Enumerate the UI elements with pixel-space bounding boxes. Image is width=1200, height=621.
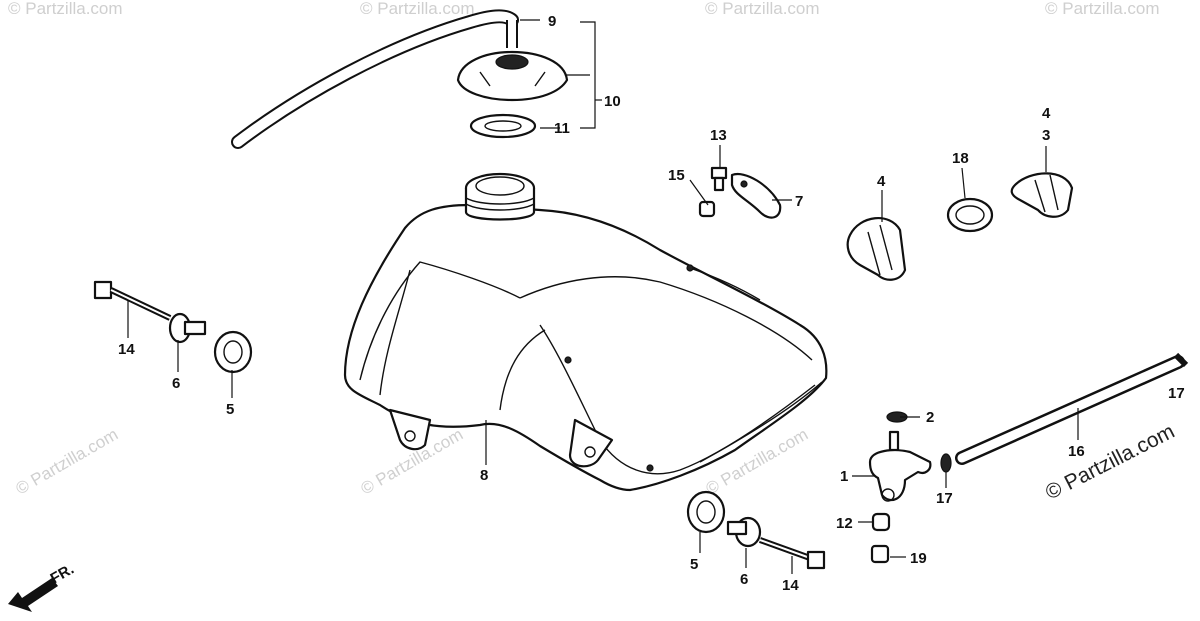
- callouts: 9 10 11 13 15 7 4 18 4 3 14 6 5 8 2 1 17…: [118, 13, 1185, 594]
- collar: [698, 200, 716, 218]
- rubber-mount: [1010, 172, 1074, 218]
- callout-6: 6: [740, 571, 748, 588]
- hose-clip: [940, 453, 952, 473]
- callout-18: 18: [952, 150, 969, 167]
- callout-5: 5: [690, 556, 698, 573]
- strainer-cap: [871, 512, 891, 532]
- callout-7: 7: [795, 193, 803, 210]
- band: [946, 197, 994, 233]
- fuel-tank: [343, 172, 828, 492]
- callout-14: 14: [118, 341, 135, 358]
- cap-gasket: [469, 113, 537, 139]
- callout-16: 16: [1068, 443, 1085, 460]
- rubber-mount: [846, 216, 907, 281]
- callout-14: 14: [782, 577, 799, 594]
- callout-9: 9: [548, 13, 556, 30]
- watermark: © Partzilla.com: [1045, 0, 1160, 18]
- leader-lines: [127, 19, 1079, 574]
- watermark: © Partzilla.com: [8, 0, 123, 18]
- callout-8: 8: [480, 467, 488, 484]
- washer: [168, 312, 207, 344]
- bolt: [710, 166, 728, 192]
- callout-4: 4: [1042, 105, 1051, 122]
- credit-text: © Partzilla.com: [1042, 420, 1179, 505]
- watermark: © Partzilla.com: [705, 0, 820, 18]
- callout-6: 6: [172, 375, 180, 392]
- callout-12: 12: [836, 515, 853, 532]
- callout-11: 11: [554, 120, 570, 137]
- callout-17: 17: [1168, 385, 1185, 402]
- front-direction-marker: FR.: [8, 561, 77, 612]
- breather-tube: [231, 9, 519, 149]
- screw: [870, 544, 890, 564]
- rubber-cushion: [686, 490, 726, 534]
- callout-3: 3: [1042, 127, 1050, 144]
- fuel-hose: [955, 352, 1189, 465]
- callout-2: 2: [926, 409, 934, 426]
- callout-1: 1: [840, 468, 848, 485]
- front-arrow-icon: [8, 578, 58, 612]
- fuel-cap: [456, 50, 569, 102]
- bracket: [730, 172, 782, 219]
- callout-4: 4: [877, 173, 886, 190]
- callout-5: 5: [226, 401, 234, 418]
- fuel-cock: [868, 430, 932, 502]
- callout-13: 13: [710, 127, 727, 144]
- watermark: © Partzilla.com: [360, 0, 475, 18]
- bolt: [758, 537, 826, 570]
- callout-10: 10: [604, 93, 621, 110]
- callout-15: 15: [668, 167, 685, 184]
- washer: [726, 516, 762, 548]
- watermark: © Partzilla.com: [13, 425, 122, 499]
- rubber-cushion: [213, 330, 253, 374]
- bolt: [93, 280, 172, 321]
- callout-17: 17: [936, 490, 953, 507]
- callout-19: 19: [910, 550, 927, 567]
